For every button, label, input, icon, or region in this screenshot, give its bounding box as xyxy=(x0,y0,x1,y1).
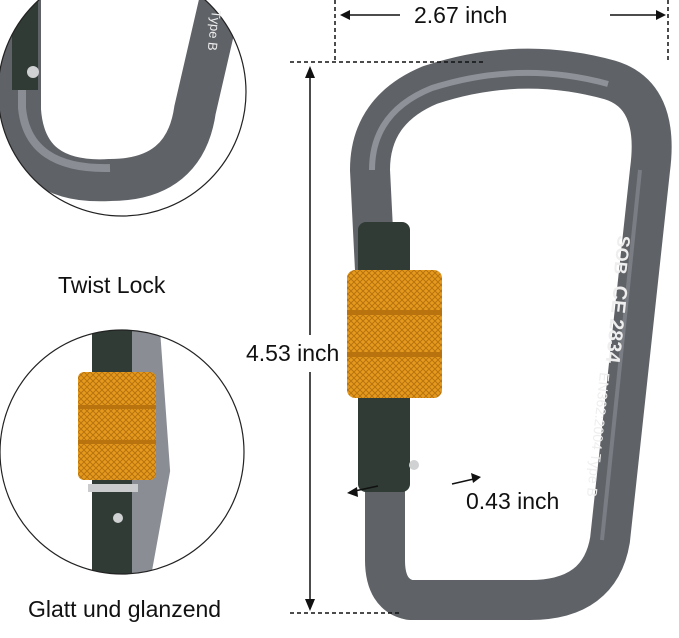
width-label: 2.67 inch xyxy=(414,2,508,28)
twist-lock-sleeve xyxy=(347,270,442,398)
dimension-arrowheads xyxy=(305,10,666,611)
gate-opening-label: 0.43 inch xyxy=(466,488,560,514)
height-label: 4.53 inch xyxy=(246,340,340,366)
twist-lock-label: Twist Lock xyxy=(58,272,166,298)
smooth-finish-label: Glatt und glanzend xyxy=(28,596,222,622)
carabiner: SOB CE 2834 EN362:2004 Type B Type B xyxy=(205,10,672,620)
engraving-detail: Type B xyxy=(205,10,224,52)
dimension-lines xyxy=(290,0,669,614)
detail-circle-bottom xyxy=(0,329,245,575)
engraving-brand: SOB xyxy=(610,235,634,276)
